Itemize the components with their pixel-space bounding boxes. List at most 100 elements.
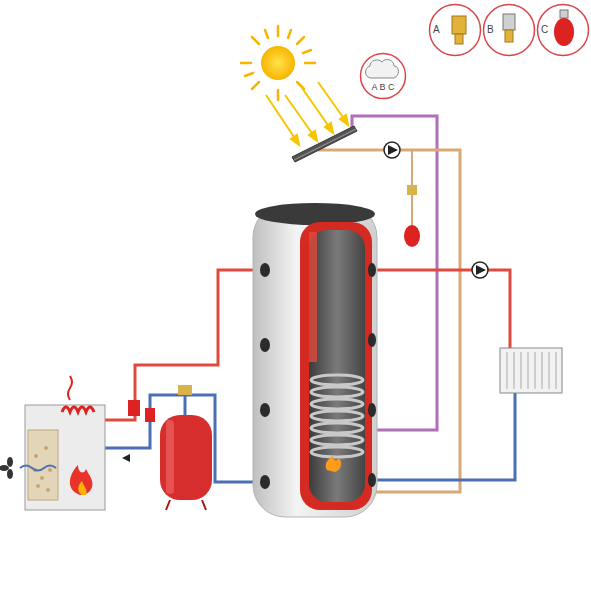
radiator-return-pipe bbox=[372, 393, 515, 480]
illustration-part bbox=[549, 352, 550, 389]
expansion-vessel bbox=[160, 415, 212, 510]
illustration-part bbox=[556, 352, 557, 389]
illustration-part bbox=[507, 352, 508, 389]
solar-coil bbox=[311, 375, 363, 457]
buffer-tank bbox=[253, 203, 377, 517]
illustration-part bbox=[166, 420, 174, 494]
circle-outline bbox=[359, 52, 407, 100]
callout-letter: C bbox=[541, 25, 548, 35]
boiler-flow-pipe bbox=[105, 270, 265, 420]
illustration-part bbox=[25, 405, 105, 510]
illustration-part bbox=[40, 476, 44, 480]
steam-symbol bbox=[366, 59, 399, 78]
callout-circle: C bbox=[536, 3, 590, 57]
illustration-part bbox=[252, 82, 259, 89]
pump-arrow bbox=[476, 265, 486, 275]
illustration-part bbox=[277, 90, 280, 100]
illustration-part bbox=[368, 473, 376, 487]
illustration-part bbox=[311, 423, 363, 433]
sun-rays bbox=[241, 26, 315, 100]
sun-disc bbox=[261, 46, 295, 80]
valve bbox=[145, 408, 155, 422]
illustration-part bbox=[241, 62, 251, 65]
illustration-part bbox=[303, 50, 311, 53]
illustration-part bbox=[325, 123, 333, 133]
illustration-part bbox=[507, 352, 556, 389]
illustration-part bbox=[44, 446, 48, 450]
pellet-boiler bbox=[25, 376, 105, 510]
tank-inner bbox=[309, 230, 365, 502]
illustration-part bbox=[166, 500, 170, 510]
valve bbox=[128, 400, 140, 416]
illustration-part bbox=[311, 387, 363, 397]
callout-circle: A B C bbox=[359, 52, 407, 100]
tank-lid bbox=[255, 203, 375, 225]
illustration-part bbox=[318, 82, 345, 120]
collector-panel bbox=[292, 126, 357, 162]
solar-pump bbox=[384, 142, 400, 158]
circle-outline bbox=[361, 54, 406, 99]
illustration-part bbox=[311, 447, 363, 457]
illustration-part bbox=[68, 376, 72, 400]
illustration-part bbox=[28, 430, 58, 500]
illustration-part bbox=[48, 468, 52, 472]
illustration-part bbox=[34, 454, 38, 458]
illustration-part bbox=[266, 95, 296, 140]
illustration-part bbox=[505, 30, 513, 42]
illustration-part bbox=[560, 10, 568, 18]
illustration-part bbox=[368, 263, 376, 277]
illustration-part bbox=[160, 415, 212, 500]
solar-collector bbox=[292, 126, 357, 162]
illustration-part bbox=[535, 352, 536, 389]
illustration-part bbox=[245, 73, 253, 76]
illustration-part bbox=[62, 407, 94, 412]
illustration-part bbox=[368, 333, 376, 347]
illustration-part bbox=[202, 500, 206, 510]
illustration-part bbox=[311, 411, 363, 421]
circle-outline bbox=[484, 5, 535, 56]
hot-layer bbox=[309, 232, 317, 362]
heating-pump bbox=[472, 262, 488, 278]
flow-arrow bbox=[122, 454, 130, 462]
illustration-part bbox=[252, 37, 259, 44]
illustration-part bbox=[46, 488, 50, 492]
illustration-part bbox=[521, 352, 522, 389]
pump-arrow bbox=[388, 145, 398, 155]
illustration-part bbox=[309, 131, 317, 141]
callout-circle: B bbox=[482, 3, 536, 57]
tank-cutaway bbox=[300, 222, 372, 510]
illustration-part bbox=[311, 399, 363, 409]
illustration-part bbox=[288, 30, 291, 38]
circle-outline bbox=[430, 5, 481, 56]
illustration-part bbox=[285, 95, 314, 136]
illustration-part bbox=[36, 484, 40, 488]
illustration-part bbox=[554, 18, 574, 46]
illustration-part bbox=[297, 37, 304, 44]
callout-letter: A bbox=[433, 25, 440, 35]
illustration-part bbox=[311, 375, 363, 385]
illustration-part bbox=[7, 469, 13, 479]
illustration-part bbox=[78, 481, 86, 495]
illustration-part bbox=[260, 338, 270, 352]
illustration-part bbox=[260, 475, 270, 489]
illustration-part bbox=[368, 403, 376, 417]
sun bbox=[241, 26, 348, 145]
valve-a-symbol bbox=[452, 16, 466, 44]
callout-letter: A B C bbox=[372, 83, 395, 92]
fan-symbol bbox=[0, 457, 13, 479]
radiator-flow-pipe bbox=[372, 270, 510, 350]
safety-valve bbox=[407, 185, 417, 195]
valve bbox=[178, 385, 192, 395]
illustration-part bbox=[455, 34, 463, 44]
illustration-part bbox=[366, 59, 399, 78]
illustration-part bbox=[500, 348, 562, 393]
valve-b-symbol bbox=[503, 14, 515, 42]
collector-glass bbox=[294, 129, 356, 160]
illustration-part bbox=[70, 465, 93, 495]
illustration-part bbox=[514, 352, 515, 389]
solar-expansion-vessel bbox=[404, 225, 420, 247]
illustration-part bbox=[452, 16, 466, 34]
illustration-part bbox=[503, 14, 515, 30]
circle-outline bbox=[538, 5, 589, 56]
